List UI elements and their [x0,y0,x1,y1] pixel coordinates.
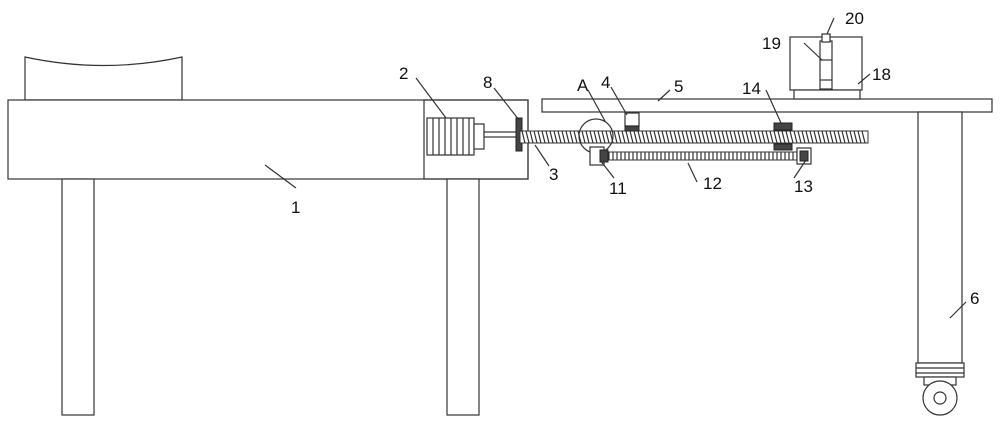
leg-foot [915,362,965,378]
callout-8: 8 [483,73,492,92]
motor [426,117,523,156]
upper-board [541,98,993,416]
curved-top-block [24,56,183,101]
nut-4 [624,112,640,127]
box-base [793,89,861,100]
nut-4-base [624,125,640,132]
leader-lines [264,17,967,319]
main-table [7,56,529,416]
callout-4: 4 [601,73,610,92]
callout-11: 11 [609,179,627,198]
pinion-11 [599,149,609,163]
motor-shaft [483,131,519,138]
caster-hub [933,391,947,405]
nut-14-lower [773,143,793,151]
support-leg [917,111,963,364]
callout-19: 19 [762,34,781,53]
callout-5: 5 [674,77,683,96]
motor-flange [473,123,485,150]
callout-6: 6 [970,289,979,308]
cylinder-19 [819,40,833,90]
table-leg-left [61,178,95,416]
lead-screw [519,130,869,144]
callout-18: 18 [872,65,891,84]
cap-20 [821,33,831,43]
callout-labels: 1 2 3 4 5 6 8 11 12 13 14 18 19 20 A [291,9,979,308]
callout-a: A [577,76,589,95]
board-plate [541,98,993,113]
nut-14 [773,122,793,131]
table-leg-right [446,178,480,416]
callout-3: 3 [549,165,558,184]
callout-14: 14 [742,79,761,98]
callout-1: 1 [291,198,300,217]
pinion-13 [799,150,809,162]
callout-2: 2 [399,64,408,83]
screw-nuts [624,112,793,151]
callout-12: 12 [703,174,722,193]
top-box [789,33,863,100]
callout-20: 20 [845,9,864,28]
callout-13: 13 [794,177,813,196]
